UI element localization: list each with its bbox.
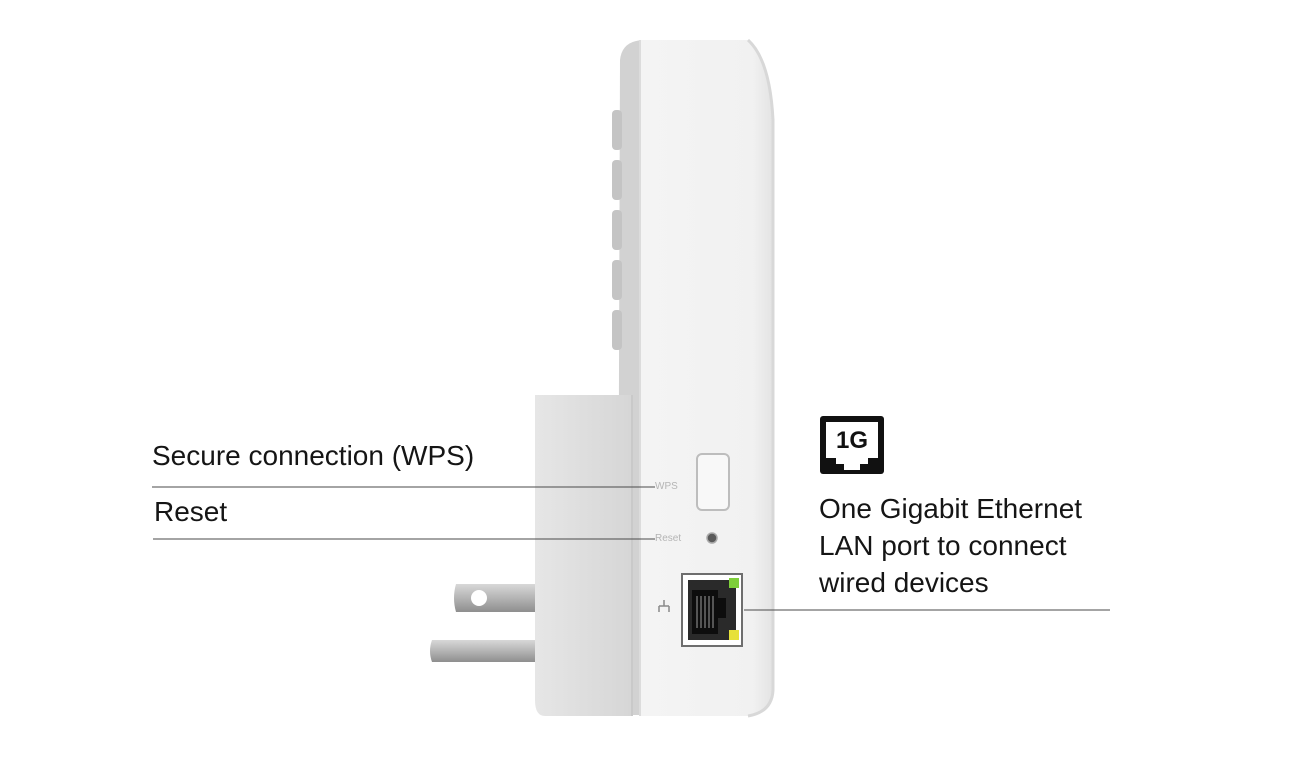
- reset-pinhole: [706, 532, 718, 544]
- link-led: [729, 578, 739, 588]
- rear-ribs: [612, 110, 622, 350]
- lan-callout: One Gigabit Ethernet LAN port to connect…: [819, 490, 1082, 601]
- callout-line-2: LAN port to connect: [819, 530, 1067, 561]
- ethernet-port-icon: [820, 416, 884, 474]
- reset-silkscreen: Reset: [655, 533, 682, 544]
- lan-symbol: [658, 600, 670, 612]
- power-prongs: [430, 584, 535, 662]
- badge-text: 1G: [835, 427, 868, 454]
- wps-silkscreen: WPS: [655, 481, 678, 492]
- ethernet-port: [681, 573, 743, 647]
- wps-label: Secure connection (WPS): [152, 440, 475, 471]
- reset-label: Reset: [154, 496, 228, 527]
- plug-housing: [535, 395, 632, 716]
- wps-button: [696, 453, 730, 511]
- callout-line-3: wired devices: [819, 567, 989, 598]
- callout-line-1: One Gigabit Ethernet: [819, 493, 1083, 524]
- activity-led: [729, 630, 739, 640]
- device-body: [640, 40, 773, 716]
